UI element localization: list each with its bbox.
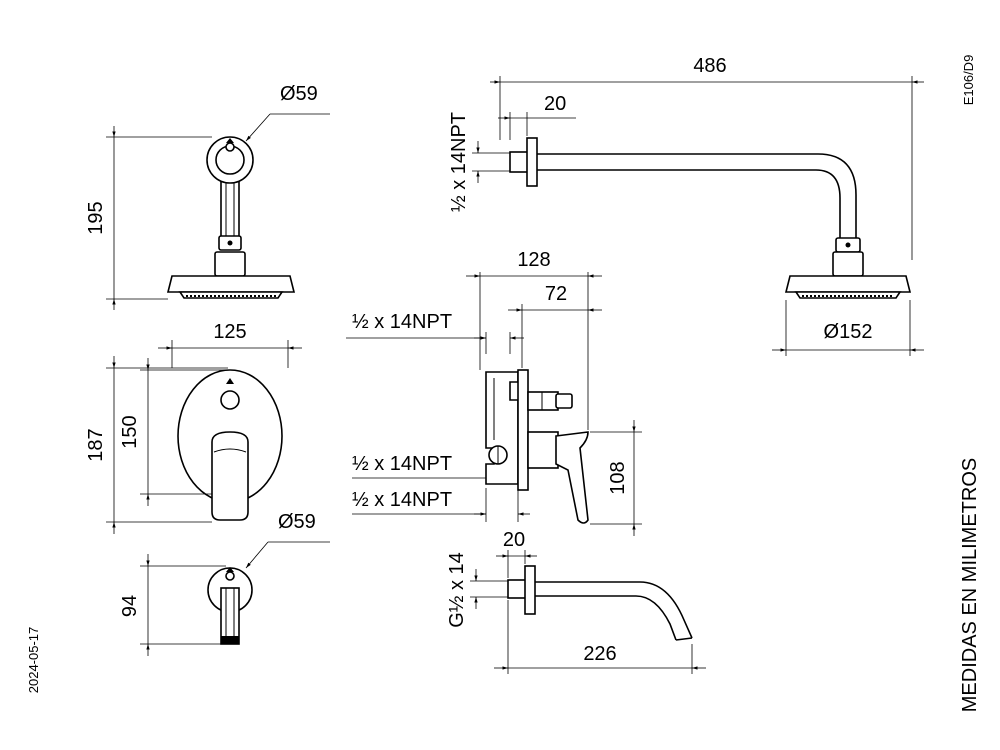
spout-side-dims: 20 G½ x 14 226: [446, 529, 706, 674]
shower-arm-length-label: 486: [693, 55, 726, 77]
valve-width-label: 125: [213, 321, 246, 343]
units-note: MEDIDAS EN MILIMETROS: [959, 458, 981, 712]
valve-bottom-thread-label: ½ x 14NPT: [352, 489, 452, 511]
valve-side-dims: 128 72 ½ x 14NPT ½ x 14NPT ½ x 14NPT 108: [346, 249, 642, 536]
valve-body-depth-label: 72: [545, 283, 567, 305]
valve-side-view: [485, 369, 589, 524]
valve-handle-height-label: 108: [607, 461, 629, 494]
shower-head-height-label: 195: [85, 201, 107, 234]
shower-arm-dims: 486 20 ½ x 14NPT Ø152: [448, 55, 924, 356]
shower-head-side-view: [166, 136, 296, 299]
drawing-date: 2024-05-17: [26, 627, 41, 694]
spout-height-label: 94: [119, 595, 141, 617]
valve-outer-height-label: 187: [85, 428, 107, 461]
valve-middle-thread-label: ½ x 14NPT: [352, 453, 452, 475]
drawing-code: E106/D9: [961, 55, 976, 106]
valve-total-depth-label: 128: [517, 249, 550, 271]
spout-length-label: 226: [583, 643, 616, 665]
spout-side-view: [507, 565, 693, 641]
shower-head-dims: 195 Ø59: [85, 83, 330, 310]
spout-front-view: [207, 567, 253, 645]
shower-arm-thread-label: ½ x 14NPT: [448, 112, 470, 212]
spout-front-dims: 94 Ø59: [119, 511, 330, 656]
spout-offset-label: 20: [503, 529, 525, 551]
valve-front-dims: 125 187 150: [85, 321, 302, 534]
valve-front-view: [177, 369, 283, 521]
valve-plate-height-label: 150: [119, 415, 141, 448]
shower-arm-front-view: [509, 137, 912, 299]
shower-flange-diameter-label: Ø59: [280, 83, 318, 105]
spout-flange-diameter-label: Ø59: [278, 511, 316, 533]
shower-arm-offset-label: 20: [544, 93, 566, 115]
spout-thread-label: G½ x 14: [446, 552, 468, 628]
shower-head-diameter-label: Ø152: [824, 321, 873, 343]
valve-top-thread-label: ½ x 14NPT: [352, 311, 452, 333]
